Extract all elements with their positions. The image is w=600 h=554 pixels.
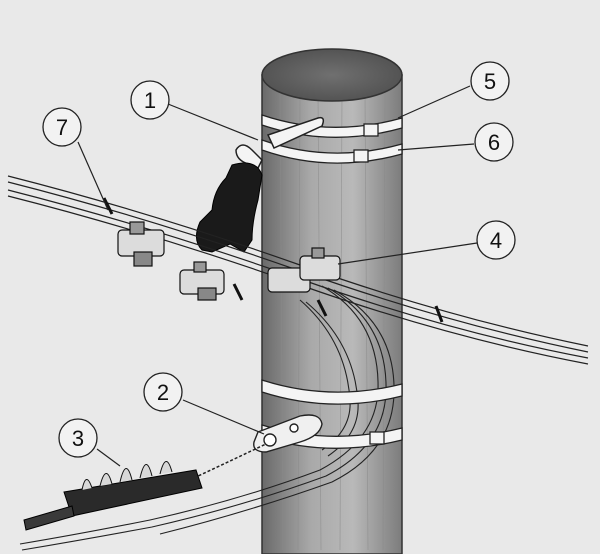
- callout-7-label: 7: [56, 115, 68, 140]
- pole-band-lower: [261, 139, 403, 164]
- cable-ties: [102, 197, 444, 323]
- callout-1: 1: [130, 80, 170, 120]
- callout-1-label: 1: [144, 88, 156, 113]
- tensioning-clamp-right: [267, 247, 341, 293]
- suspension-clamp: [196, 162, 263, 253]
- callout-5: 5: [470, 61, 510, 101]
- dead-end-clamp: [23, 443, 267, 531]
- callout-3-label: 3: [72, 426, 84, 451]
- callout-4: 4: [476, 220, 516, 260]
- callout-6: 6: [474, 122, 514, 162]
- callout-5-label: 5: [484, 69, 496, 94]
- callout-2-label: 2: [157, 380, 169, 405]
- callout-2: 2: [143, 372, 183, 412]
- hook-bracket: [235, 116, 325, 169]
- callout-7: 7: [42, 107, 82, 147]
- callout-6-label: 6: [488, 130, 500, 155]
- tensioning-clamp-middle: [179, 261, 225, 301]
- callout-3: 3: [58, 418, 98, 458]
- callout-4-label: 4: [490, 228, 502, 253]
- anchor-bracket: [253, 414, 323, 453]
- tensioning-clamp-left: [117, 221, 165, 267]
